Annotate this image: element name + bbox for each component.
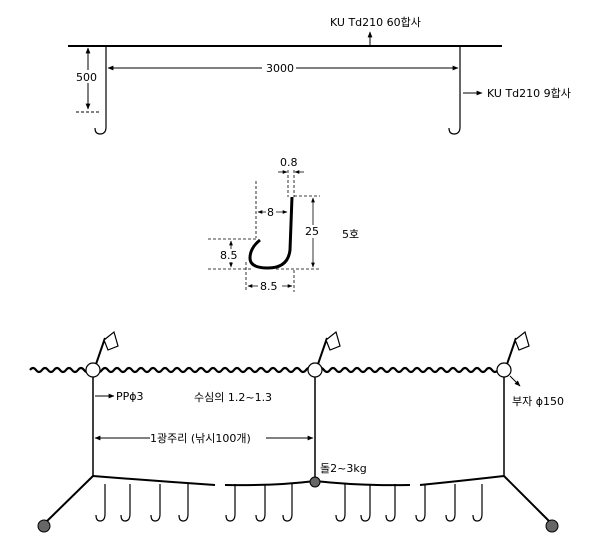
hook-icon-left [94,120,107,135]
hook-icon [385,484,396,522]
float-label: 부자 ϕ150 [512,395,564,408]
sinker-label: 돌2~3kg [320,462,367,475]
hook-icon [95,484,106,522]
mainline-diagram: KU Td210 60합사 3000 500 KU Td210 9합사 [68,16,571,135]
hook-icon [282,484,293,522]
hook-length-label: 25 [305,225,319,238]
buoy-flag-icon [496,330,530,378]
buoy-flag-icon [307,330,341,378]
hook-icon [120,484,131,522]
mainline-segment [224,480,316,487]
depth-label: 수심의 1.2~1.3 [194,391,272,404]
hook-icon [445,484,456,522]
sinker-stone-icon [309,476,321,488]
buoy-flag-icon [85,330,119,378]
hook-icon [335,484,346,522]
hook-size-label: 5호 [342,228,359,241]
branch-hooks [95,484,483,522]
mainline-segment [419,475,505,486]
wire-diameter-label: 0.8 [280,156,298,169]
hook-icon [225,484,236,522]
hook-icon [255,484,266,522]
sea-surface [29,366,511,374]
branch-spacing-label: 3000 [266,62,294,75]
float-line-label: PPϕ3 [116,390,144,403]
anchor-stone-icon [545,519,559,533]
anchor-stone-icon [37,519,51,533]
hook-icon [248,196,294,270]
hook-width-label: 8.5 [260,280,278,293]
hook-icon [415,484,426,522]
hook-icon [150,484,161,522]
hook-detail: 0.8 8 25 8.5 8.5 5호 [208,156,359,293]
mainline-segment [314,480,411,487]
branch-label: KU Td210 9합사 [487,87,571,100]
section-label: 1광주리 (낚시100개) [150,432,251,445]
mainline-label: KU Td210 60합사 [330,16,421,29]
hook-icon-right [448,120,461,135]
anchor-line [43,475,94,525]
anchor-line [503,475,553,525]
shank-gap-label: 8 [267,206,274,219]
branch-length-label: 500 [76,71,97,84]
longline-set: PPϕ3 수심의 1.2~1.3 부자 ϕ150 1광주리 (낚시100개) 돌… [29,330,564,533]
bend-height-label: 8.5 [220,249,238,262]
hook-icon [178,484,189,522]
mainline-segment [92,475,216,486]
hook-icon [472,484,483,522]
hook-icon [360,484,371,522]
